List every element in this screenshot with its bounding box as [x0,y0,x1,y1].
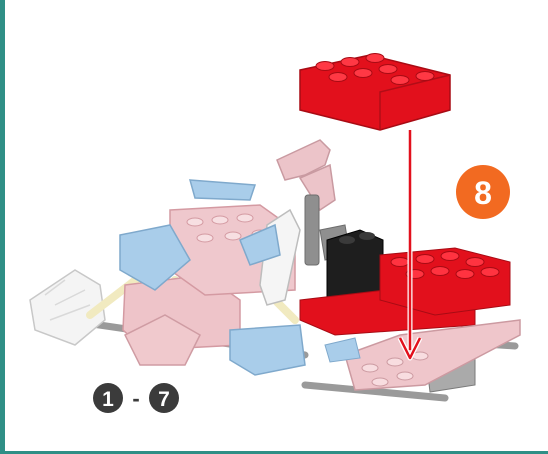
step-number-badge: 8 [456,165,510,219]
blue-connector-small [325,338,360,362]
red-brick-icon [300,54,450,131]
step-number: 8 [474,175,492,211]
build-illustration: 8 1 - 7 [5,0,548,454]
range-separator: - [132,386,139,411]
range-end: 7 [158,388,170,411]
range-start: 1 [102,388,114,411]
previous-steps-range: 1 - 7 [93,383,179,413]
base-model [30,140,520,398]
